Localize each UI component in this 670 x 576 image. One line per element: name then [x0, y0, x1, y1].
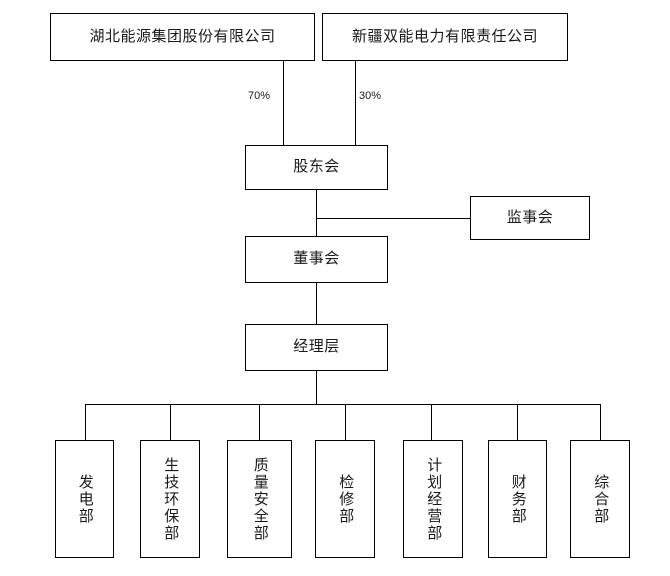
department-box-5: 计划经营部: [403, 440, 463, 558]
shareholder-box-1: 湖北能源集团股份有限公司: [50, 13, 315, 61]
edge-bus-to-department-7: [600, 404, 601, 440]
edge-meeting-to-supervisory: [316, 218, 470, 219]
department-box-4: 检修部: [315, 440, 375, 558]
edge-bus-to-department-2: [170, 404, 171, 440]
department-label-5: 计划经营部: [425, 456, 443, 542]
edge-bus-to-department-5: [431, 404, 432, 440]
stake-label-1: 70%: [248, 90, 271, 102]
department-label-4: 检修部: [337, 473, 355, 525]
management-box: 经理层: [245, 324, 388, 371]
department-box-3: 质量安全部: [227, 440, 292, 558]
department-label-6: 财务部: [509, 473, 527, 525]
department-bus-line: [85, 404, 600, 405]
supervisory-board-label: 监事会: [506, 208, 554, 226]
department-label-3: 质量安全部: [251, 456, 269, 542]
department-box-7: 综合部: [570, 440, 630, 558]
board-of-directors-label: 董事会: [293, 250, 340, 268]
department-box-2: 生技环保部: [140, 440, 200, 558]
management-label: 经理层: [293, 338, 340, 356]
shareholders-meeting-label: 股东会: [293, 158, 340, 176]
edge-shareholder2-to-meeting: [355, 61, 356, 145]
edge-board-to-management: [316, 283, 317, 324]
department-label-2: 生技环保部: [162, 456, 180, 542]
department-box-6: 财务部: [488, 440, 547, 558]
edge-bus-to-department-3: [259, 404, 260, 440]
edge-bus-to-department-1: [85, 404, 86, 440]
department-box-1: 发电部: [55, 440, 114, 558]
shareholder-name-1: 湖北能源集团股份有限公司: [89, 27, 276, 45]
stake-label-2: 30%: [359, 90, 382, 102]
edge-meeting-to-board: [316, 190, 317, 236]
department-label-7: 综合部: [592, 473, 610, 525]
shareholder-name-2: 新疆双能电力有限责任公司: [351, 27, 538, 45]
supervisory-board-box: 监事会: [470, 196, 590, 240]
shareholder-box-2: 新疆双能电力有限责任公司: [322, 13, 568, 61]
edge-management-to-bus: [316, 371, 317, 404]
edge-bus-to-department-4: [345, 404, 346, 440]
department-label-1: 发电部: [76, 473, 94, 525]
edge-shareholder1-to-meeting: [283, 61, 284, 145]
edge-bus-to-department-6: [517, 404, 518, 440]
board-of-directors-box: 董事会: [245, 236, 388, 283]
shareholders-meeting-box: 股东会: [245, 145, 388, 190]
